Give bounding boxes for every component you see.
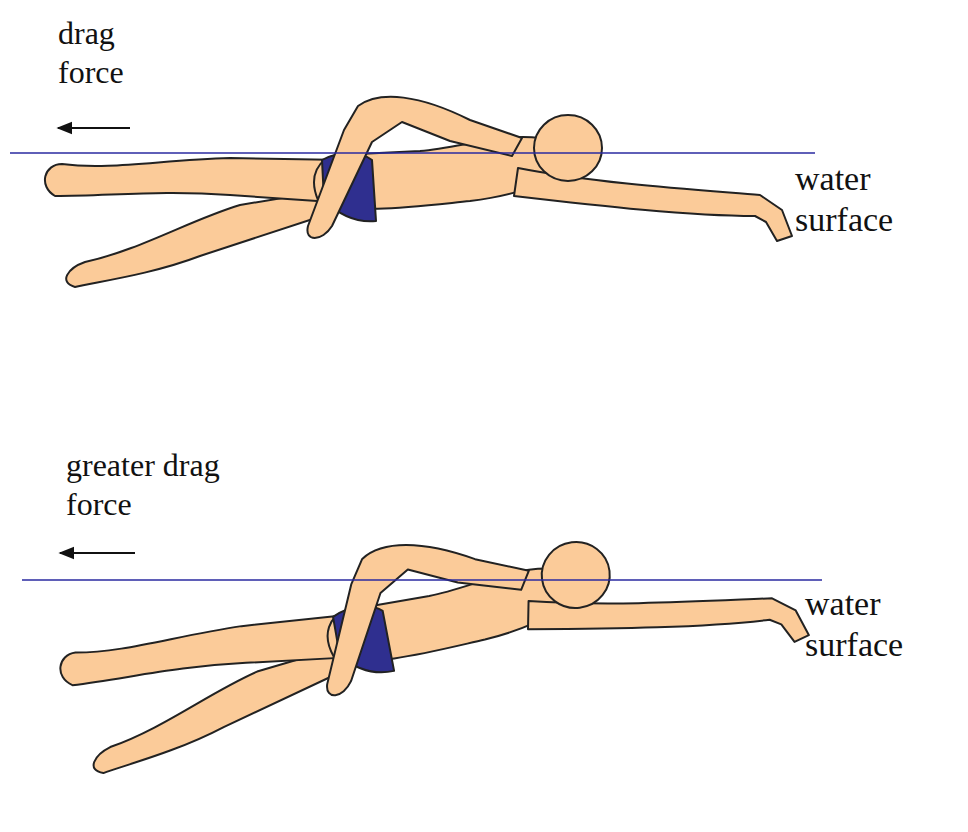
force-label: drag force [58,14,168,92]
surface-label: water surface [805,583,955,666]
drag-arrow [60,552,135,554]
drag-arrow [58,127,130,129]
surface-label: water surface [795,158,945,241]
swimmer [45,97,792,287]
force-label: greater drag force [66,446,241,524]
water-line [10,152,815,154]
swimmer [50,497,815,777]
water-line [22,579,822,581]
